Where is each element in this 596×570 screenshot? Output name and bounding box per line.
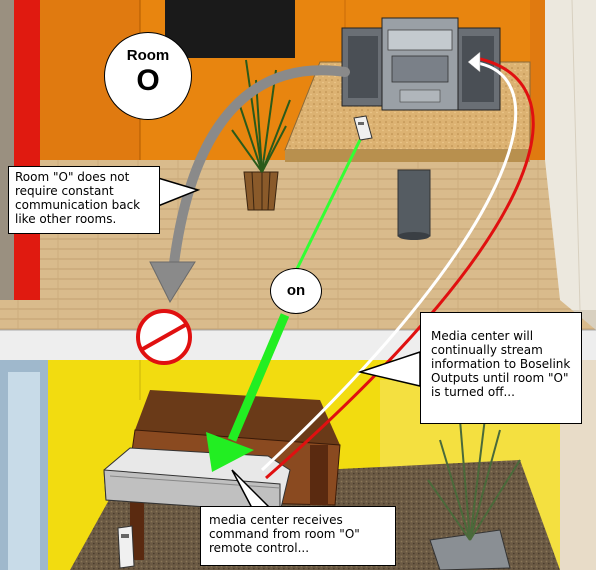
no-symbol-icon — [136, 309, 192, 365]
on-badge: on — [270, 268, 322, 314]
stereo-icon — [341, 17, 501, 111]
callout-receives-command: media center receives command from room … — [200, 506, 396, 566]
lower-plant-icon — [427, 409, 521, 570]
green-arrow — [206, 139, 362, 472]
room-badge: Room O — [104, 32, 192, 120]
room-badge-letter: O — [136, 64, 160, 97]
room-badge-label: Room — [126, 47, 170, 64]
callout-media-center-stream: Media center will continually stream inf… — [420, 312, 582, 424]
plant-icon — [231, 59, 291, 211]
callout-no-constant-comm: Room "O" does not require constant commu… — [8, 166, 160, 234]
gray-arrow — [149, 65, 350, 304]
remote-icon — [353, 115, 373, 141]
media-center-icon — [103, 447, 291, 513]
lower-remote-icon — [117, 525, 135, 569]
dark-window — [165, 0, 295, 58]
